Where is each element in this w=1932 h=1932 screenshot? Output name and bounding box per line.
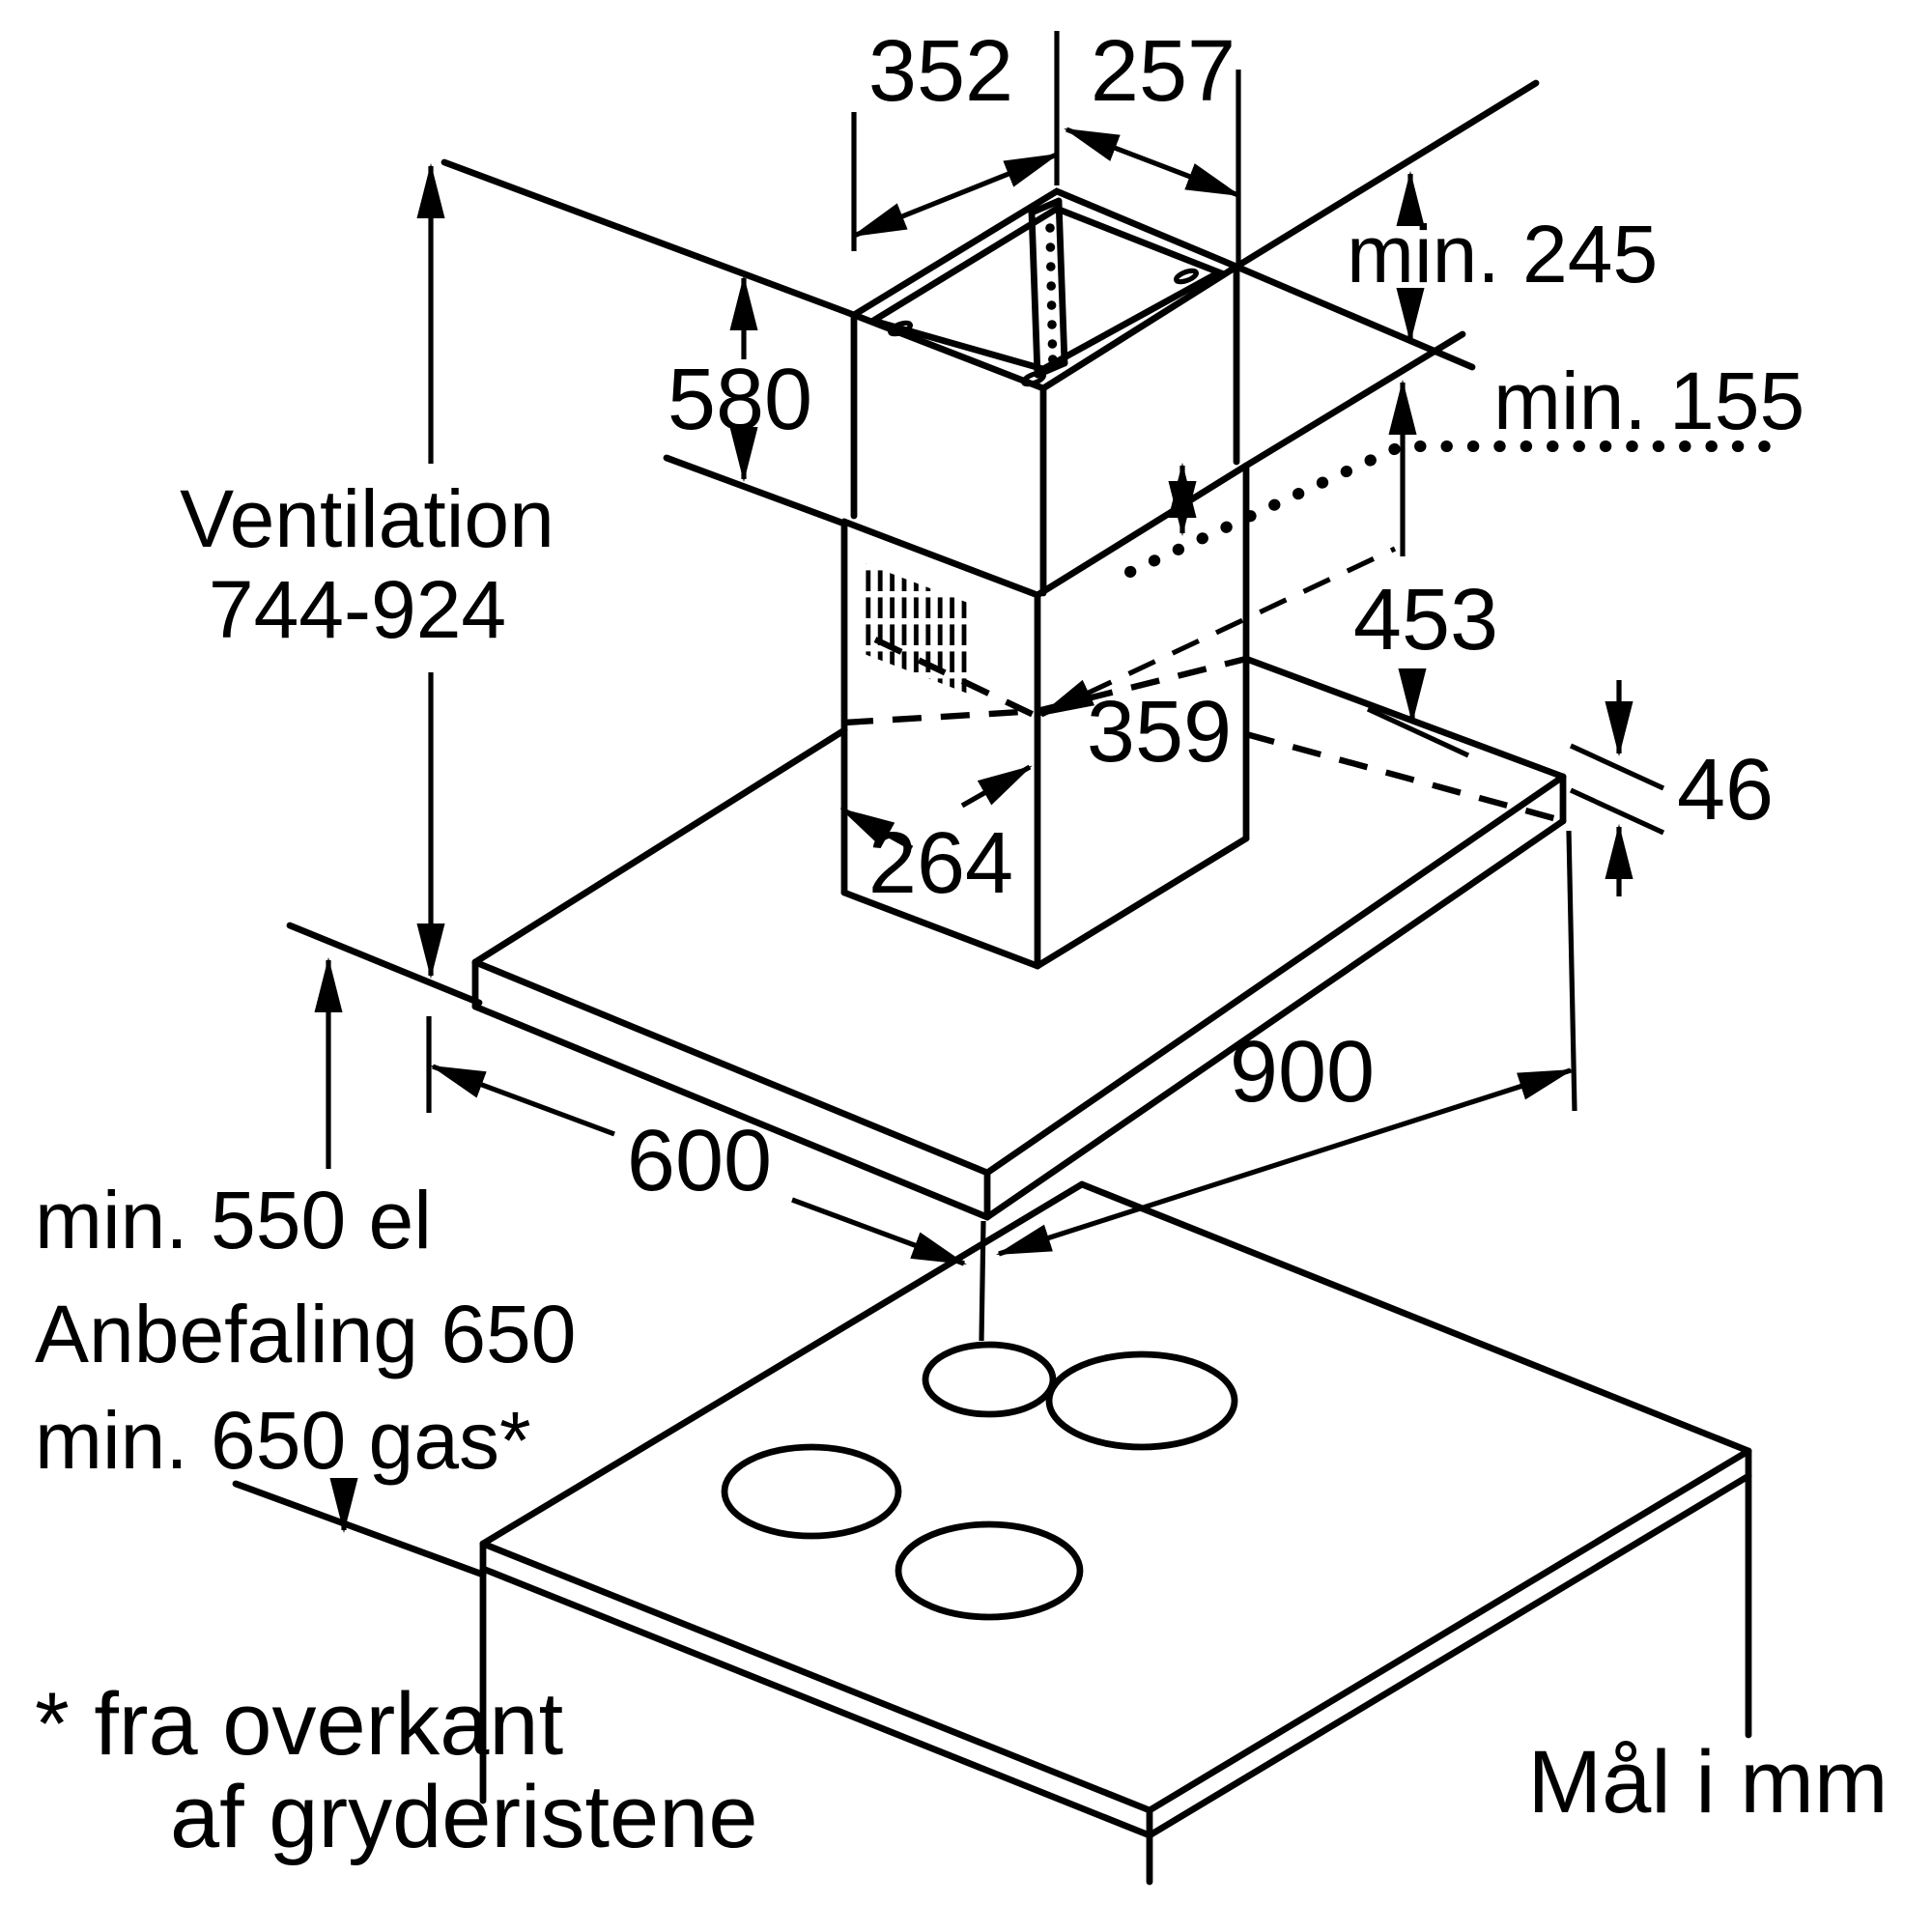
worktop-thickness-left [479, 1565, 1153, 1839]
dim-600: 600 [430, 1064, 967, 1266]
dim-min155-label: min. 155 [1493, 355, 1804, 446]
canopy-corner-extension [286, 922, 483, 1007]
ext-canopy-right-corner [1566, 830, 1577, 1112]
joint-extension-right [1242, 330, 1466, 469]
dim-hob-clearance: min. 550 el Anbefaling 650 min. 650 gas* [35, 956, 576, 1534]
dim-352-label: 352 [868, 23, 1013, 120]
canopy-bottom-left-edge [471, 1003, 991, 1221]
dim-580-label: 580 [668, 352, 812, 448]
dim-264-label: 264 [868, 815, 1013, 912]
tick-46-bottom [1569, 787, 1665, 836]
hob-clearance-line3: min. 650 gas* [35, 1395, 531, 1486]
dim-453-label: 453 [1353, 572, 1498, 668]
dim-453: 453 [1353, 379, 1498, 724]
dim-min245-label: min. 245 [1347, 209, 1658, 299]
dim-359: 359 [873, 546, 1397, 781]
joint-extension-left [663, 454, 848, 527]
hob-back-left-edge [479, 1180, 1086, 1548]
dim-580: 580 [668, 274, 812, 483]
burner [922, 1341, 1057, 1418]
tick-46-top [1569, 743, 1665, 791]
notes: * fra overkant af gryderistene Mål i mm [35, 1675, 1889, 1866]
hidden-back-edge-left [843, 707, 1038, 726]
burner [895, 1520, 1084, 1621]
bracket-holes [1045, 223, 1058, 364]
footnote-line2: af gryderistene [170, 1768, 758, 1866]
footnote-line1: * fra overkant [35, 1675, 563, 1774]
chimney-upper-section [850, 263, 1240, 597]
dim-min-245: min. 245 [1347, 170, 1658, 344]
ceiling-line-left [440, 158, 858, 319]
hob-back-right-edge [1078, 1180, 1752, 1455]
burners [721, 1341, 1238, 1621]
burner [721, 1443, 902, 1540]
min-clearance-dotted-line [1124, 440, 1779, 578]
mounting-bracket [1028, 197, 1068, 379]
dim-900-label: 900 [1230, 1024, 1375, 1121]
center-line-to-hob [979, 1220, 986, 1342]
canopy-front-left-edge [471, 958, 991, 1177]
canopy-back-left-edge [471, 726, 848, 966]
canopy-back-right-edge [1242, 655, 1567, 781]
hob-corner-extension [232, 1480, 487, 1578]
dim-46-label: 46 [1677, 742, 1774, 838]
hob-front-right-edge [1146, 1447, 1752, 1814]
telescopic-joint [840, 462, 1250, 599]
dim-257-label: 257 [1091, 23, 1236, 120]
dim-ventilation: Ventilation 744-924 [180, 162, 554, 980]
worktop-thickness-right [1146, 1472, 1752, 1839]
hob-clearance-line1: min. 550 el [35, 1175, 432, 1265]
duct-rim-inner [865, 205, 1227, 373]
ceiling-line-right [1233, 79, 1540, 270]
ventilation-range: 744-924 [209, 564, 506, 655]
dim-46: 46 [1605, 680, 1774, 896]
hidden-back-edge-right [1037, 655, 1247, 715]
hidden-bottom-back-edge [1245, 730, 1558, 823]
dim-600-label: 600 [627, 1113, 772, 1209]
rim-slots [888, 268, 1199, 387]
dim-264: 264 [839, 764, 1033, 912]
dimension-annotations: 352 257 min. 245 min. 155 580 Ventilatio… [35, 23, 1804, 1534]
dim-257: 257 [1064, 23, 1241, 198]
ventilation-label: Ventilation [180, 473, 554, 564]
dim-900: 900 [996, 1024, 1574, 1257]
dim-min-155: min. 155 [1124, 355, 1804, 578]
burner [1045, 1350, 1238, 1451]
duct-rim-outer [846, 187, 1244, 392]
vent-grille-hatch [862, 562, 968, 694]
dim-359-label: 359 [1087, 684, 1232, 781]
dim-352: 352 [851, 23, 1060, 239]
canopy-bottom-right-edge [983, 817, 1567, 1221]
hob-clearance-line2: Anbefaling 650 [35, 1289, 576, 1379]
tick-453-bottom [1366, 706, 1470, 758]
hob-front-left-edge [479, 1540, 1153, 1814]
units-note: Mål i mm [1527, 1733, 1888, 1832]
